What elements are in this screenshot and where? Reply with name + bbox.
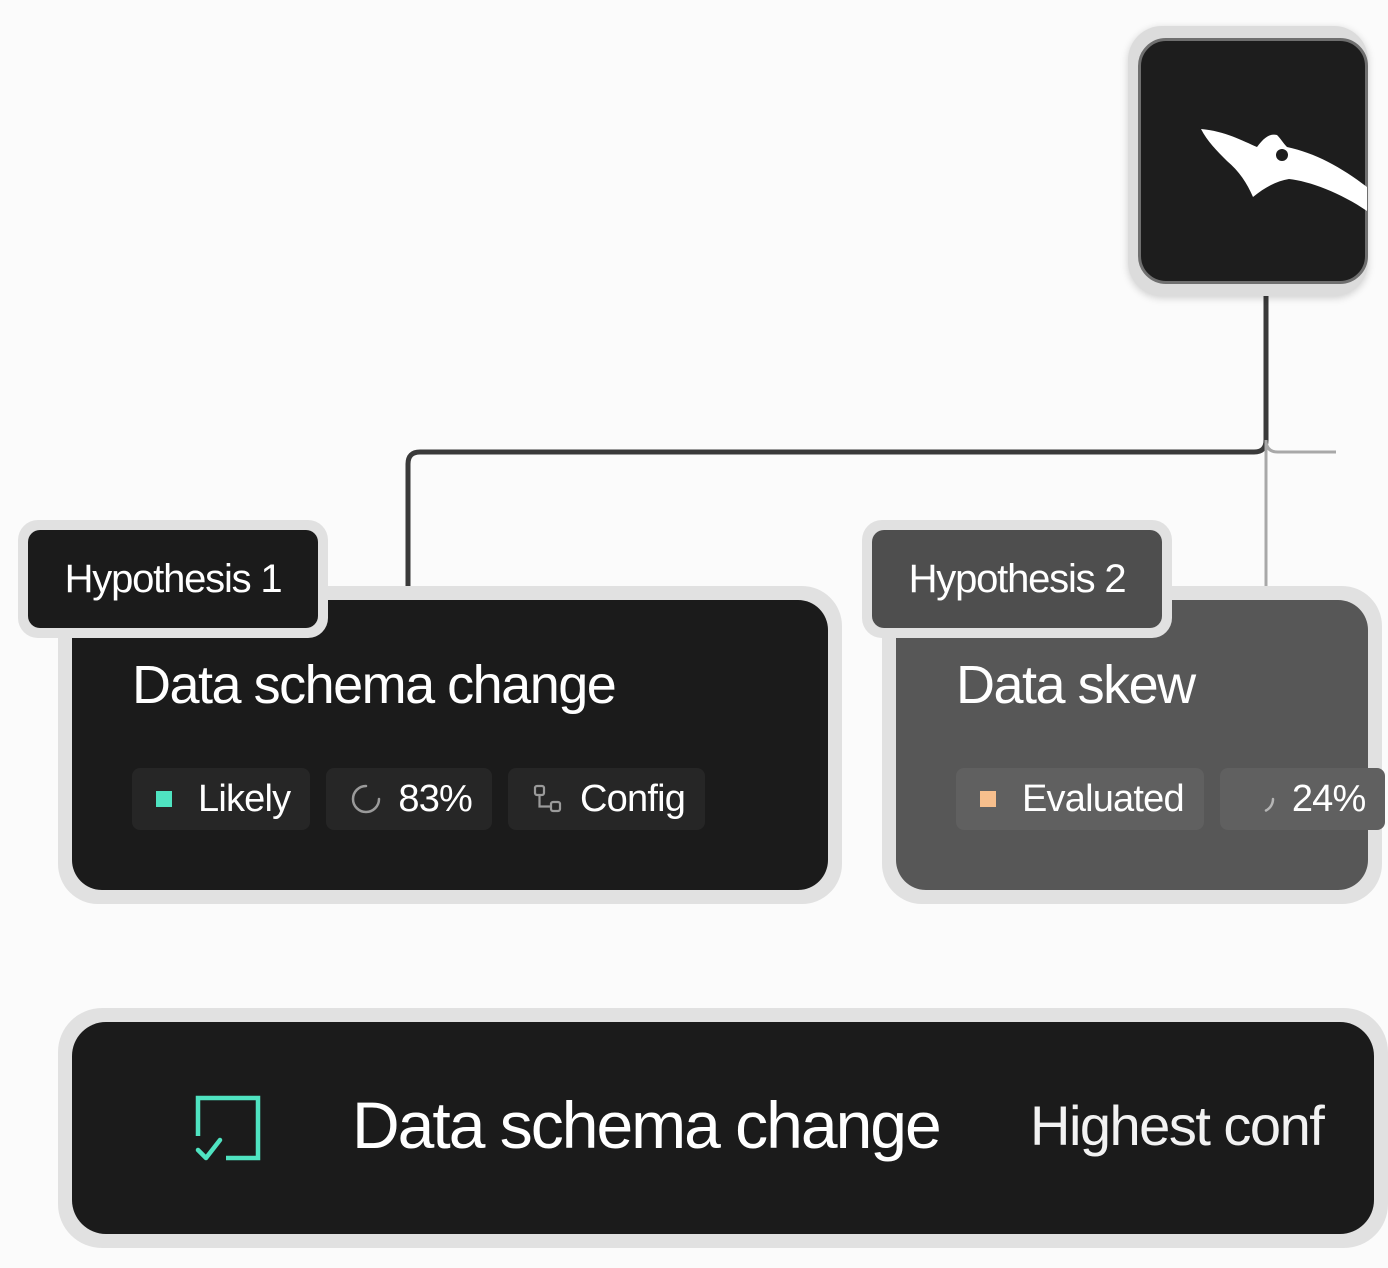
hypothesis-tag-label: Hypothesis 2 <box>872 530 1162 628</box>
confidence-label: 24% <box>1291 777 1366 820</box>
likely-status-square-icon <box>156 791 172 807</box>
check-square-icon <box>195 1095 261 1161</box>
result-banner[interactable]: Data schema change Highest conf <box>58 1008 1388 1248</box>
source-label: Config <box>580 777 686 820</box>
source-chip: Config <box>508 768 706 830</box>
bird-logo-icon <box>1201 129 1367 211</box>
hypothesis-card-2[interactable]: Data skew Evaluated 24% <box>882 586 1386 904</box>
progress-ring-icon <box>352 784 381 814</box>
hypothesis-title: Data skew <box>956 655 1196 715</box>
hypothesis-tag-2: Hypothesis 2 <box>862 520 1172 638</box>
status-label: Evaluated <box>1022 777 1185 820</box>
hypothesis-tag-label: Hypothesis 1 <box>28 530 318 628</box>
root-node[interactable] <box>1128 26 1368 296</box>
status-chip: Likely <box>132 768 311 830</box>
hypothesis-title: Data schema change <box>132 655 617 715</box>
result-banner-body: Data schema change Highest conf <box>72 1022 1374 1234</box>
evaluated-status-square-icon <box>980 791 996 807</box>
confidence-chip: 24% <box>1219 768 1386 830</box>
status-chip: Evaluated <box>956 768 1204 830</box>
confidence-label: 83% <box>398 777 473 820</box>
status-label: Likely <box>198 777 291 820</box>
hypothesis-card-2-body: Data skew Evaluated 24% <box>896 600 1386 890</box>
confidence-chip: 83% <box>326 768 493 830</box>
hypothesis-chips: Likely 83% Config <box>132 768 706 830</box>
hypothesis-tag-1: Hypothesis 1 <box>18 520 328 638</box>
result-subtitle: Highest conf <box>1030 1094 1325 1157</box>
progress-ring-icon <box>1264 797 1275 812</box>
hypothesis-chips: Evaluated 24% <box>956 768 1386 830</box>
result-title: Data schema change <box>352 1088 942 1162</box>
connector-root-to-next <box>1264 439 1336 454</box>
root-node-body <box>1138 38 1368 284</box>
hypothesis-card-1[interactable]: Data schema change Likely 83% Config <box>58 586 842 904</box>
hypothesis-card-1-body: Data schema change Likely 83% Config <box>72 600 828 890</box>
config-nodes-icon <box>533 784 562 813</box>
